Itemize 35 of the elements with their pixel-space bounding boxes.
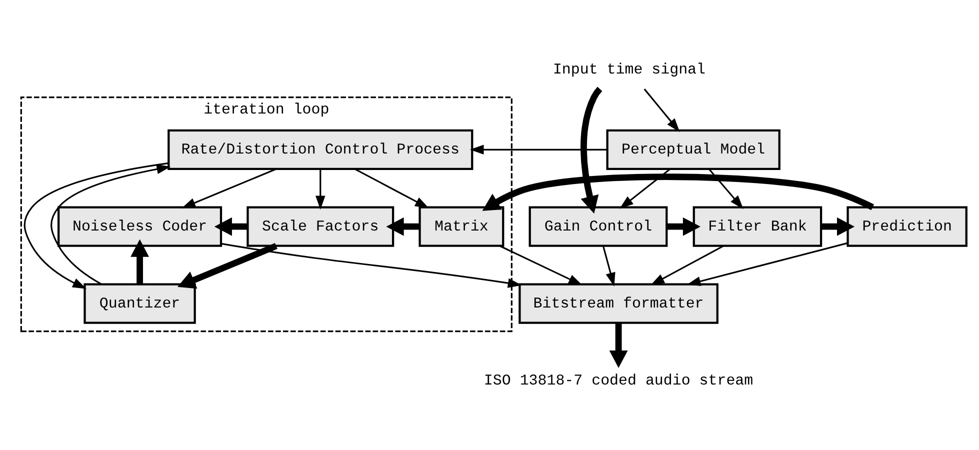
- arrow: [50, 164, 171, 285]
- node-box: Quantizer: [84, 283, 196, 324]
- arrow: [666, 217, 700, 236]
- arrow: [644, 88, 680, 132]
- node-box: Matrix: [418, 206, 504, 247]
- arrow: [386, 217, 420, 236]
- arrow: [500, 245, 582, 286]
- arrow: [354, 168, 429, 208]
- arrow: [609, 323, 628, 368]
- node-text: Input time signal: [552, 62, 706, 78]
- node-box: Noiseless Coder: [58, 206, 222, 247]
- arrow: [620, 168, 670, 209]
- arrow: [602, 246, 616, 287]
- arrow: [580, 86, 602, 214]
- arrow: [470, 144, 607, 155]
- node-box: Gain Control: [528, 206, 668, 247]
- node-box: Bitstream formatter: [518, 283, 718, 324]
- arrow: [482, 174, 874, 211]
- arrow: [821, 217, 855, 236]
- arrow: [130, 239, 150, 284]
- node-box: Perceptual Model: [606, 129, 780, 170]
- node-box: Rate/Distortion Control Process: [168, 129, 474, 170]
- arrow: [316, 169, 326, 210]
- arrow: [24, 162, 169, 289]
- arrow: [650, 245, 724, 286]
- arrow: [221, 242, 522, 288]
- node-box: Scale Factors: [246, 206, 394, 247]
- node-box: Filter Bank: [692, 206, 822, 247]
- node-text: ISO 13818-7 coded audio stream: [484, 373, 754, 390]
- node-box: Prediction: [846, 206, 968, 247]
- arrow: [708, 168, 744, 210]
- arrow: [214, 217, 248, 236]
- arrow: [177, 243, 278, 289]
- arrow: [182, 168, 277, 208]
- arrow: [686, 242, 848, 286]
